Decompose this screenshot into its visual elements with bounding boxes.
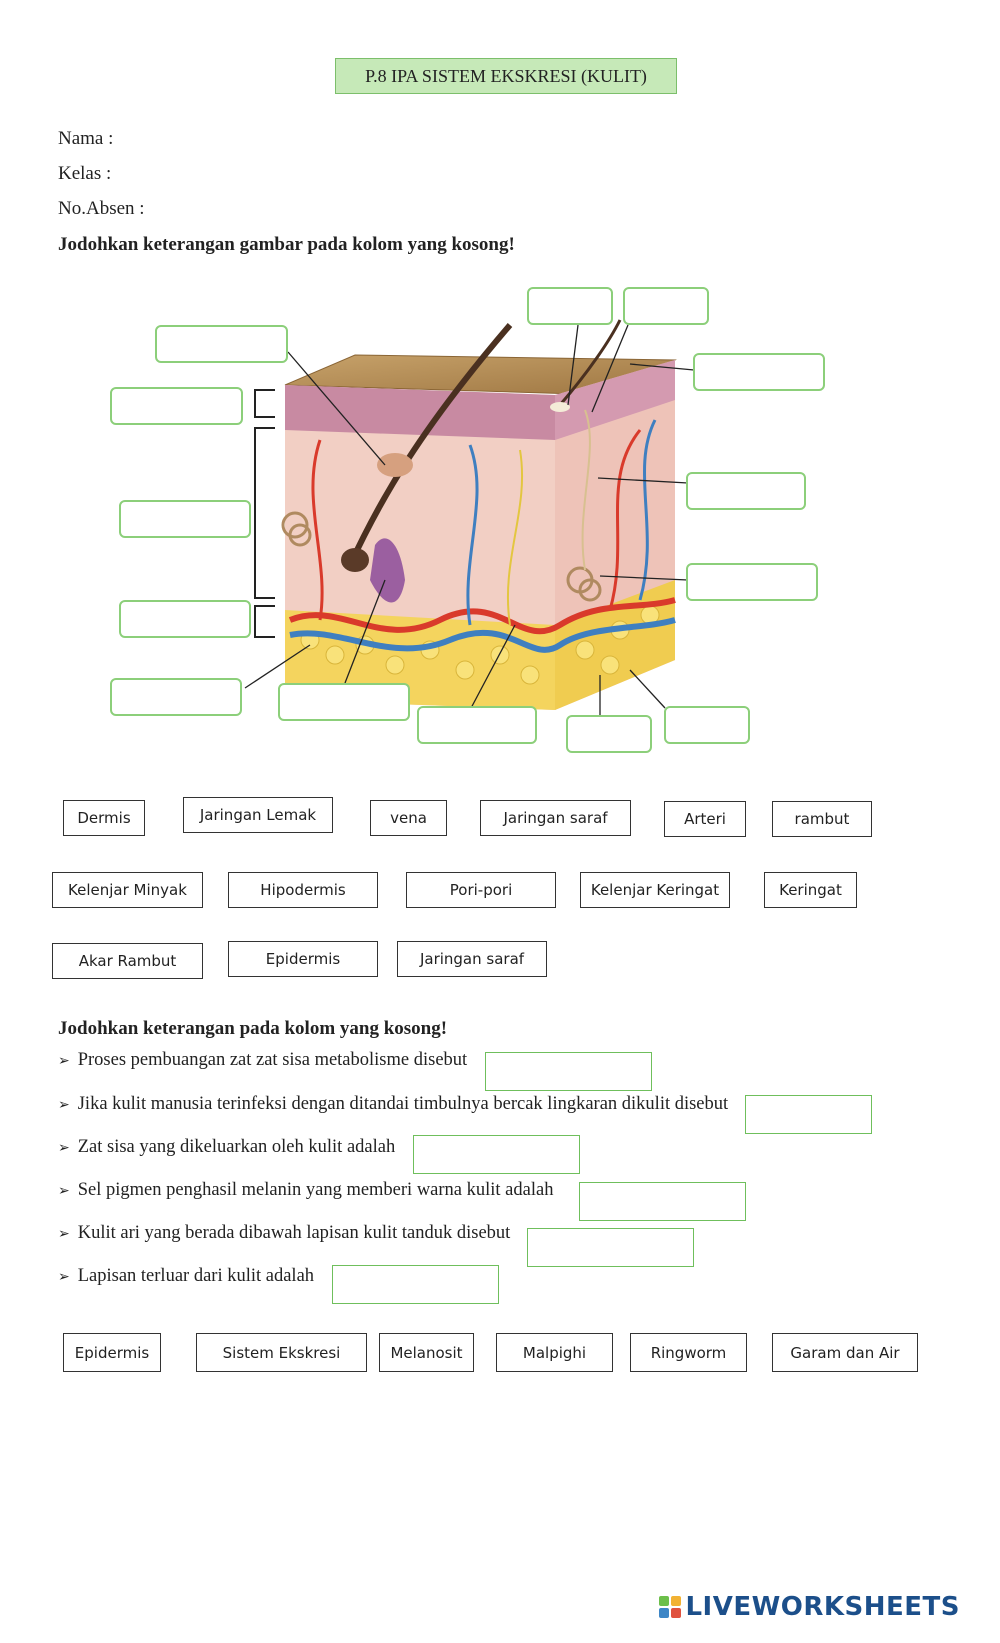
question-1: ➢Proses pembuangan zat zat sisa metaboli… [58,1050,468,1070]
diagram-answer-box-epidermis[interactable] [110,387,243,425]
bullet-arrow-icon: ➢ [58,1225,70,1242]
diagram-answer-box-pore[interactable] [527,287,613,325]
class-label: Kelas : [58,163,112,184]
answer-box-6[interactable] [332,1265,499,1304]
section2-instruction: Jodohkan keterangan pada kolom yang koso… [58,1018,448,1039]
answer-box-3[interactable] [413,1135,580,1174]
chip-jaringan-lemak[interactable]: Jaringan Lemak [183,797,333,833]
chip-jaringan-saraf[interactable]: Jaringan saraf [480,800,631,836]
answer-box-4[interactable] [579,1182,746,1221]
chip-epidermis-2[interactable]: Epidermis [63,1333,161,1372]
chip-garam-dan-air[interactable]: Garam dan Air [772,1333,918,1372]
chip-jaringan-saraf-2[interactable]: Jaringan saraf [397,941,547,977]
chip-rambut[interactable]: rambut [772,801,872,837]
liveworksheets-logo-icon [659,1596,682,1618]
name-label: Nama : [58,128,114,149]
diagram-answer-box-artery[interactable] [664,706,750,744]
diagram-answer-box-dermis[interactable] [119,500,251,538]
answer-box-1[interactable] [485,1052,652,1091]
diagram-answer-box-sweat-gland[interactable] [686,563,818,601]
bullet-arrow-icon: ➢ [58,1052,70,1069]
chip-malpighi[interactable]: Malpighi [496,1333,613,1372]
chip-kelenjar-keringat[interactable]: Kelenjar Keringat [580,872,730,908]
answer-box-2[interactable] [745,1095,872,1134]
diagram-answer-box-nerve[interactable] [686,472,806,510]
diagram-answer-box-fat[interactable] [110,678,242,716]
absen-label: No.Absen : [58,198,145,219]
chip-vena[interactable]: vena [370,800,447,836]
chip-melanosit[interactable]: Melanosit [379,1333,474,1372]
worksheet-title: P.8 IPA SISTEM EKSKRESI (KULIT) [335,58,677,94]
chip-ringworm[interactable]: Ringworm [630,1333,747,1372]
question-5: ➢Kulit ari yang berada dibawah lapisan k… [58,1223,511,1243]
chip-arteri[interactable]: Arteri [664,801,746,837]
bullet-arrow-icon: ➢ [58,1139,70,1156]
question-3: ➢Zat sisa yang dikeluarkan oleh kulit ad… [58,1137,396,1157]
diagram-answer-box-nerve-tissue[interactable] [417,706,537,744]
answer-box-5[interactable] [527,1228,694,1267]
section1-instruction: Jodohkan keterangan gambar pada kolom ya… [58,234,515,255]
diagram-answer-box-epidermis-surface[interactable] [693,353,825,391]
liveworksheets-logo: LIVEWORKSHEETS [659,1592,960,1622]
chip-dermis[interactable]: Dermis [63,800,145,836]
bullet-arrow-icon: ➢ [58,1182,70,1199]
chip-pori-pori[interactable]: Pori-pori [406,872,556,908]
diagram-answer-box-hypodermis[interactable] [119,600,251,638]
question-6: ➢Lapisan terluar dari kulit adalah [58,1266,315,1286]
diagram-answer-box-vein[interactable] [566,715,652,753]
chip-epidermis[interactable]: Epidermis [228,941,378,977]
chip-kelenjar-minyak[interactable]: Kelenjar Minyak [52,872,203,908]
diagram-answer-box-sebaceous[interactable] [155,325,288,363]
bullet-arrow-icon: ➢ [58,1096,70,1113]
question-2: ➢Jika kulit manusia terinfeksi dengan di… [58,1094,729,1114]
chip-hipodermis[interactable]: Hipodermis [228,872,378,908]
bullet-arrow-icon: ➢ [58,1268,70,1285]
chip-keringat[interactable]: Keringat [764,872,857,908]
question-4: ➢Sel pigmen penghasil melanin yang membe… [58,1180,554,1200]
chip-sistem-ekskresi[interactable]: Sistem Ekskresi [196,1333,367,1372]
diagram-answer-box-hair-root[interactable] [278,683,410,721]
chip-akar-rambut[interactable]: Akar Rambut [52,943,203,979]
diagram-answer-box-hair[interactable] [623,287,709,325]
